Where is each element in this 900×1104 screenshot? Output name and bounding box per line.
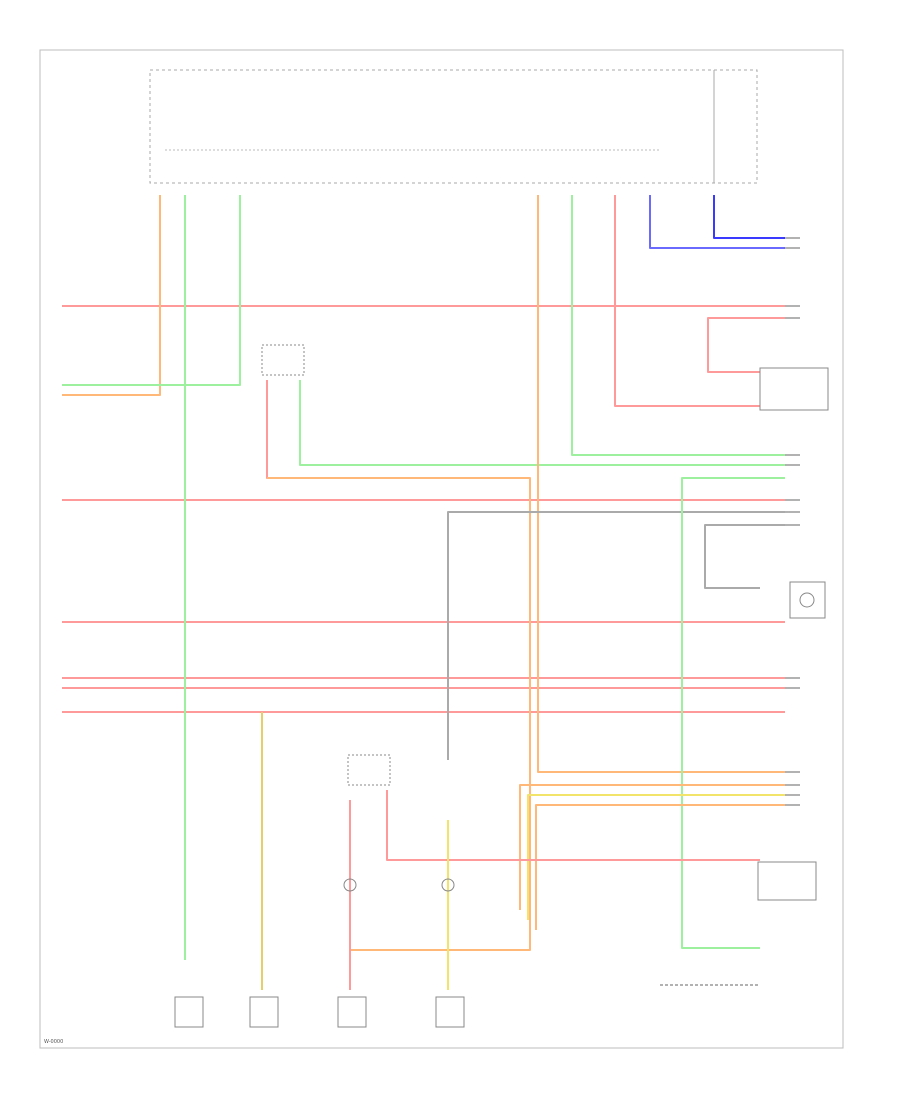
wire-orange-ctl-1: [62, 195, 161, 396]
wire-orange-b3: [535, 804, 785, 930]
footer-code: W-0000: [44, 1039, 63, 1045]
switch-block-3: [249, 996, 279, 1028]
wire-red-loop: [707, 317, 785, 373]
relay-block: [347, 754, 391, 786]
wire-blue-2: [649, 195, 785, 249]
wire-green-switch: [299, 380, 785, 466]
motor-circle: [799, 592, 815, 608]
wire-red-lower: [386, 790, 760, 861]
wire-orange-switch: [267, 477, 531, 951]
control-module-box: [149, 69, 758, 184]
wire-orange-b1: [519, 784, 785, 910]
switch-block-1: [757, 861, 817, 901]
wire-green-right: [681, 477, 785, 949]
sensor-block: [759, 367, 829, 411]
switch-block-4: [337, 996, 367, 1028]
motor-block: [789, 581, 826, 619]
right-connectors: [660, 237, 800, 986]
wire-yellow-b2: [527, 794, 785, 920]
page-frame: [39, 49, 844, 1049]
lamp-2: [441, 878, 455, 892]
switch-block-top: [261, 344, 305, 376]
wire-blue: [713, 195, 785, 239]
switch-block-5: [435, 996, 465, 1028]
wire-gray-1: [447, 511, 785, 760]
lamp-1: [343, 878, 357, 892]
switch-block-2: [174, 996, 204, 1028]
wire-green-ctl-2: [62, 195, 241, 386]
wire-red-ctl: [614, 195, 760, 407]
wire-red-switch: [266, 380, 530, 479]
wire-green-ctl-3: [571, 195, 785, 456]
wire-gray-2: [704, 524, 785, 589]
wire-orange-ctl-2: [537, 195, 785, 773]
